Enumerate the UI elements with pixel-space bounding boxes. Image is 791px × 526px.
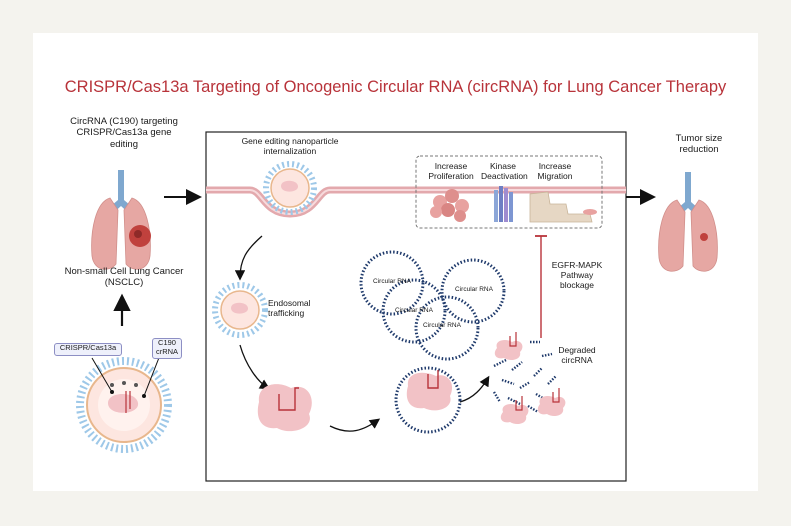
endosomal-nanoparticle-icon	[212, 282, 268, 338]
pathway-label: EGFR-MAPK Pathway blockage	[551, 260, 603, 291]
nanoparticle-icon	[76, 357, 172, 453]
arrow-endosome-to-cas	[239, 344, 271, 390]
proliferation-cells-icon	[430, 189, 469, 222]
endosomal-label: Endosomal trafficking	[268, 298, 311, 319]
arrow-internalization-to-endosome	[234, 235, 263, 281]
circular-rna-label-3: Circular RNA	[395, 307, 433, 314]
crrna-tag: C190 crRNA	[152, 338, 182, 359]
effect-proliferation: Increase Proliferation	[428, 161, 474, 182]
cas13a-protein-icon	[257, 384, 312, 432]
targeting-label: CircRNA (C190) targeting CRISPR/Cas13a g…	[70, 116, 178, 150]
effects-box	[415, 155, 603, 229]
internalizing-nanoparticle-icon	[263, 161, 317, 215]
effect-migration: Increase Migration	[537, 161, 573, 182]
arrow-cas-to-binding	[329, 418, 381, 432]
effect-kinase: Kinase Deactivation	[481, 161, 528, 182]
arrow-binding-to-degraded	[459, 375, 490, 403]
circular-rna-cluster	[359, 250, 506, 361]
cas13a-tag: CRISPR/Cas13a	[54, 343, 122, 356]
figure-title: CRISPR/Cas13a Targeting of Oncogenic Cir…	[64, 78, 727, 96]
circular-rna-label-4: Circular RNA	[423, 322, 461, 329]
circular-rna-label-2: Circular RNA	[455, 286, 493, 293]
outcome-label: Tumor size reduction	[675, 133, 723, 156]
cas-circrna-binding-icon	[394, 366, 462, 434]
circular-rna-label-1: Circular RNA	[373, 278, 411, 285]
kinase-icon	[494, 186, 513, 222]
process-panel	[205, 131, 627, 482]
lungs-reduced-tumor-icon	[658, 171, 718, 272]
migration-cells-icon	[529, 191, 597, 223]
lungs-nsclc-icon	[91, 169, 151, 270]
internalization-label: Gene editing nanoparticle internalizatio…	[241, 136, 339, 157]
degraded-label: Degraded circRNA	[558, 345, 596, 366]
nsclc-label: Non-small Cell Lung Cancer (NSCLC)	[64, 266, 184, 289]
